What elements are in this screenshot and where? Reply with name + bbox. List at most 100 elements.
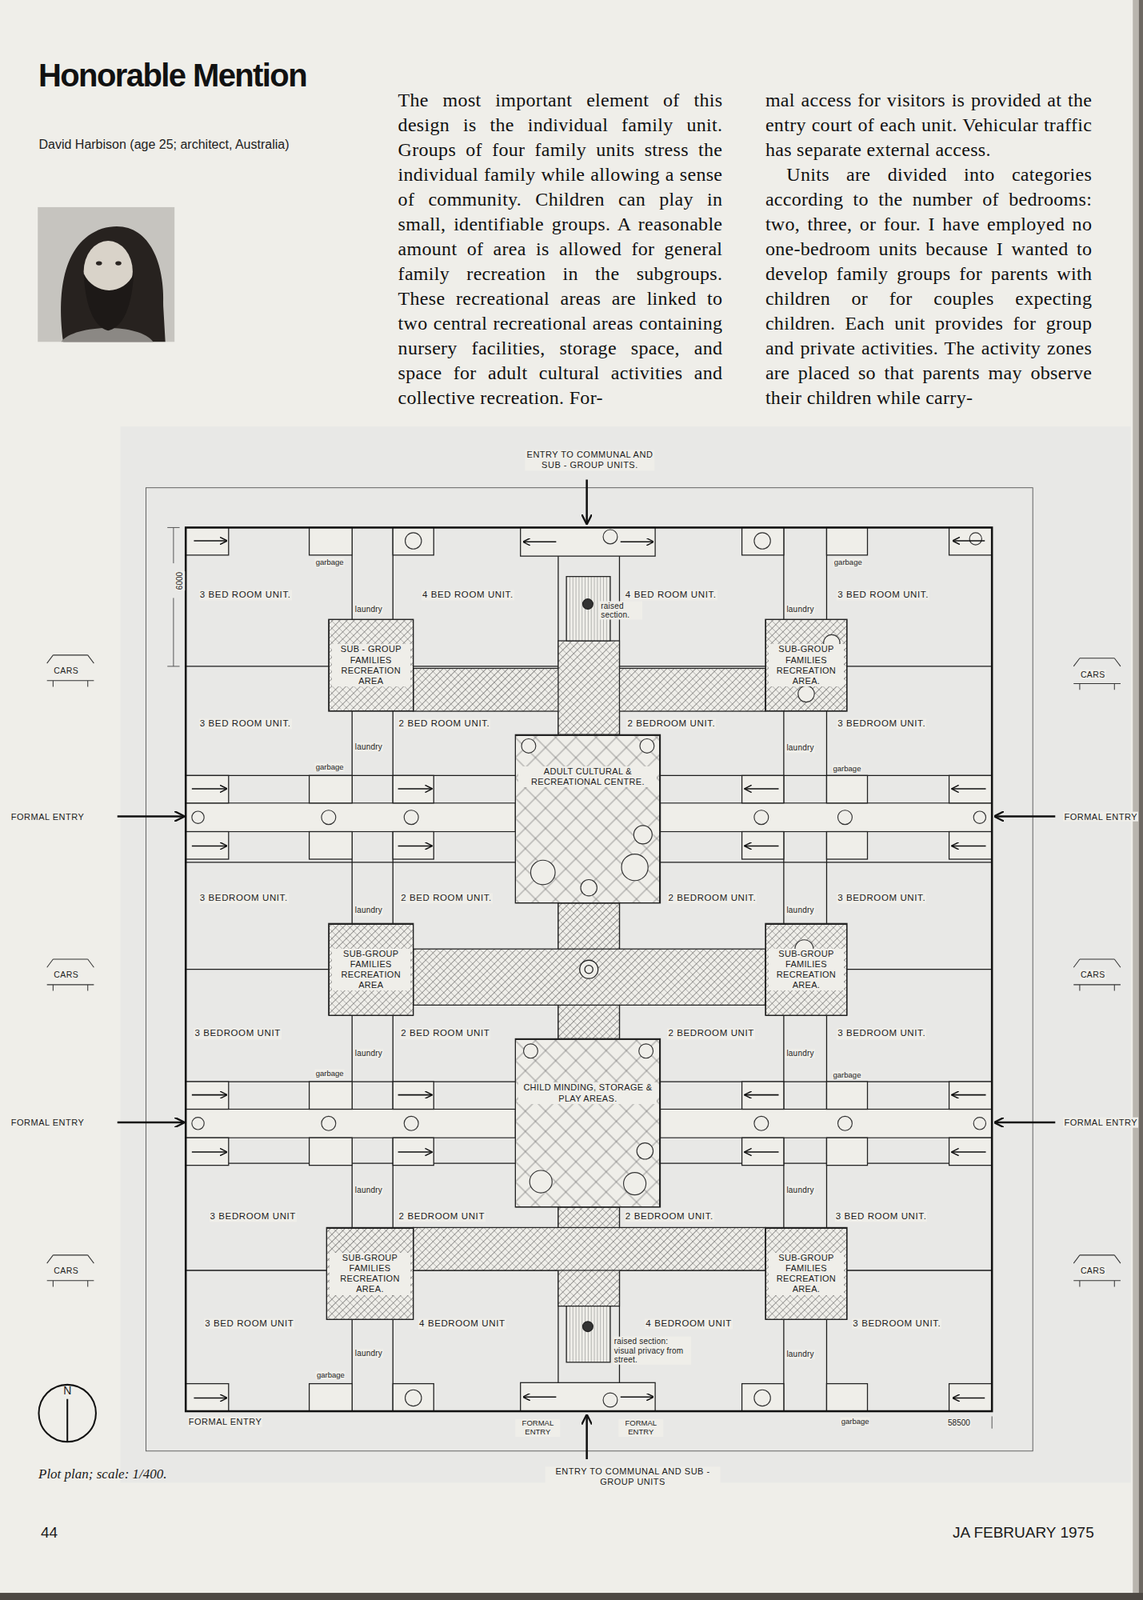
main-entry-arrow bbox=[995, 815, 1056, 818]
formal-entry-label: FORMAL ENTRY bbox=[1063, 811, 1139, 822]
area-name: CHILD MINDING, STORAGE & PLAY AREAS. bbox=[518, 1082, 657, 1104]
formal-entry-label: FORMAL ENTRY bbox=[10, 811, 86, 822]
entry-path bbox=[660, 1108, 993, 1138]
court-box bbox=[392, 1383, 434, 1411]
laundry-label: laundry bbox=[785, 604, 815, 615]
tree bbox=[580, 879, 597, 896]
unit-label: 3 BEDROOM UNIT. bbox=[836, 1028, 927, 1040]
garbage-box bbox=[826, 1081, 868, 1109]
tree bbox=[521, 738, 536, 753]
unit-label: 3 BED ROOM UNIT. bbox=[199, 589, 292, 600]
entry-arrow bbox=[398, 1094, 432, 1096]
court-boxes bbox=[185, 527, 992, 1411]
tree bbox=[191, 1117, 204, 1130]
garbage-label: garbage bbox=[832, 1070, 863, 1080]
tree bbox=[838, 810, 853, 825]
north-line bbox=[66, 1398, 68, 1443]
entry-court bbox=[949, 1081, 993, 1109]
dimension: 58500 bbox=[947, 1418, 972, 1428]
garbage-box bbox=[309, 1081, 353, 1109]
entry-arrow bbox=[193, 539, 227, 542]
entry-arrow bbox=[953, 1397, 986, 1399]
hatched-area bbox=[328, 923, 414, 1016]
car-symbol bbox=[1073, 1254, 1121, 1287]
recreation-area: SUB-GROUP FAMILIES RECREATION AREA bbox=[328, 923, 414, 1016]
tree bbox=[603, 1392, 618, 1407]
entry-court bbox=[185, 831, 229, 860]
entry-arrow bbox=[951, 845, 986, 848]
cars-label: CARS bbox=[52, 665, 80, 676]
garbage-box bbox=[309, 831, 353, 860]
garbage-label: garbage bbox=[315, 763, 345, 772]
tree bbox=[403, 810, 419, 825]
page-edge bbox=[0, 1592, 1143, 1600]
wall-line bbox=[660, 1162, 993, 1163]
entry-path bbox=[185, 1108, 516, 1138]
main-entry-arrow bbox=[585, 479, 588, 524]
unit-label: 2 BEDROOM UNIT. bbox=[624, 1210, 715, 1222]
body-text: The most important element of this desig… bbox=[398, 87, 724, 411]
entry-arrow bbox=[951, 787, 986, 790]
laundry-label: laundry bbox=[354, 1348, 384, 1359]
tree bbox=[523, 1043, 539, 1059]
laundry-label: laundry bbox=[354, 905, 384, 916]
entry-arrow bbox=[191, 1094, 227, 1096]
tree bbox=[191, 811, 204, 824]
garbage-label: garbage bbox=[832, 763, 863, 773]
garbage-box bbox=[826, 1383, 868, 1411]
unit-label: 4 BEDROOM UNIT bbox=[644, 1318, 732, 1329]
tree bbox=[639, 738, 655, 753]
laundry-label: laundry bbox=[785, 905, 815, 916]
unit-label: 3 BED ROOM UNIT. bbox=[836, 589, 930, 600]
unit-label: 2 BEDROOM UNIT bbox=[398, 1210, 486, 1222]
car-symbols bbox=[47, 655, 1121, 1287]
garbage-box bbox=[826, 775, 868, 803]
entry-court bbox=[392, 1137, 434, 1165]
unit-label: 4 BED ROOM UNIT. bbox=[624, 589, 718, 600]
entry-court bbox=[949, 831, 993, 860]
entry-arrow bbox=[951, 1094, 986, 1096]
hatched-band bbox=[413, 1226, 766, 1271]
unit-label: 3 BEDROOM UNIT bbox=[209, 1210, 297, 1222]
entry-court bbox=[949, 1137, 993, 1165]
hatched-band bbox=[413, 948, 766, 1005]
area-name: SUB-GROUP FAMILIES RECREATION AREA. bbox=[329, 1252, 410, 1295]
tree bbox=[405, 532, 422, 549]
tree bbox=[973, 1117, 986, 1130]
entry-court bbox=[949, 527, 993, 555]
section-note: raised section. bbox=[599, 600, 643, 620]
tree bbox=[405, 1389, 422, 1406]
photo-hair bbox=[60, 226, 165, 342]
main-entry-arrows bbox=[117, 479, 1056, 1459]
dimension-line bbox=[172, 597, 174, 666]
recreation-area: SUB-GROUP FAMILIES RECREATION AREA. bbox=[765, 923, 848, 1016]
main-entry-arrow bbox=[995, 1121, 1056, 1124]
entry-path bbox=[185, 803, 516, 832]
cars-label: CARS bbox=[1079, 1265, 1107, 1275]
tree bbox=[529, 1170, 552, 1193]
north-label: N bbox=[63, 1383, 72, 1397]
car-symbol bbox=[1073, 658, 1121, 691]
entry-court bbox=[742, 831, 784, 860]
entry-court bbox=[742, 1081, 784, 1109]
entry-court bbox=[949, 1383, 993, 1411]
photo-eye bbox=[115, 261, 122, 266]
tree bbox=[798, 685, 815, 702]
car-symbol bbox=[1073, 959, 1121, 992]
recreation-area: SUB-GROUP FAMILIES RECREATION AREA. bbox=[765, 1227, 848, 1320]
court-box bbox=[392, 527, 434, 555]
hatched-area bbox=[765, 923, 848, 1016]
tree bbox=[754, 1115, 769, 1131]
dimension-tick bbox=[167, 665, 180, 667]
show-through bbox=[120, 426, 1132, 1483]
dimension-line bbox=[172, 527, 174, 564]
unit-label: 3 BEDROOM UNIT. bbox=[836, 892, 927, 904]
body-text: Units are divided into categories accord… bbox=[765, 162, 1092, 411]
tree bbox=[321, 1115, 336, 1131]
entry-court bbox=[949, 775, 993, 803]
unit-label: 2 BEDROOM UNIT. bbox=[667, 892, 757, 904]
recreation-area: SUB-GROUP FAMILIES RECREATION AREA. bbox=[326, 1227, 413, 1320]
binding-shadow bbox=[1139, 0, 1143, 1600]
formal-entry-label: FORMAL ENTRY bbox=[187, 1416, 264, 1427]
